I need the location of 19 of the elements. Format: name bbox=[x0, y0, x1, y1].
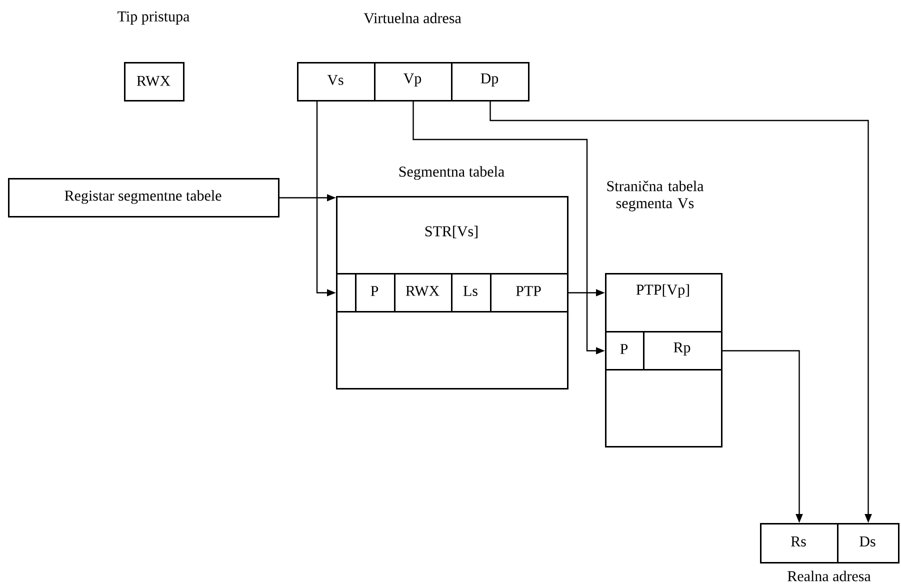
register-box: RWX bbox=[124, 62, 184, 102]
address-field: Rs bbox=[760, 523, 838, 564]
heading: Realna adresa bbox=[788, 570, 871, 582]
address-field: Dp bbox=[451, 62, 530, 102]
heading: Stranična tabela segmenta Vs bbox=[607, 180, 704, 212]
table-cell: P bbox=[605, 331, 644, 370]
address-field: Ds bbox=[837, 523, 900, 564]
table-cell: Rp bbox=[643, 331, 722, 370]
table-cell bbox=[336, 273, 356, 312]
heading: Tip pristupa bbox=[118, 11, 190, 25]
address-field: Vs bbox=[297, 62, 376, 102]
register-box: Registar segmentne tabele bbox=[8, 178, 280, 218]
table-cell: PTP bbox=[490, 273, 568, 312]
table-cell: Ls bbox=[451, 273, 492, 312]
heading: Virtuelna adresa bbox=[364, 12, 462, 24]
table-cell: RWX bbox=[394, 273, 452, 312]
address-field: Vp bbox=[374, 62, 452, 102]
heading: Segmentna tabela bbox=[399, 166, 504, 180]
table-cell: P bbox=[355, 273, 396, 312]
